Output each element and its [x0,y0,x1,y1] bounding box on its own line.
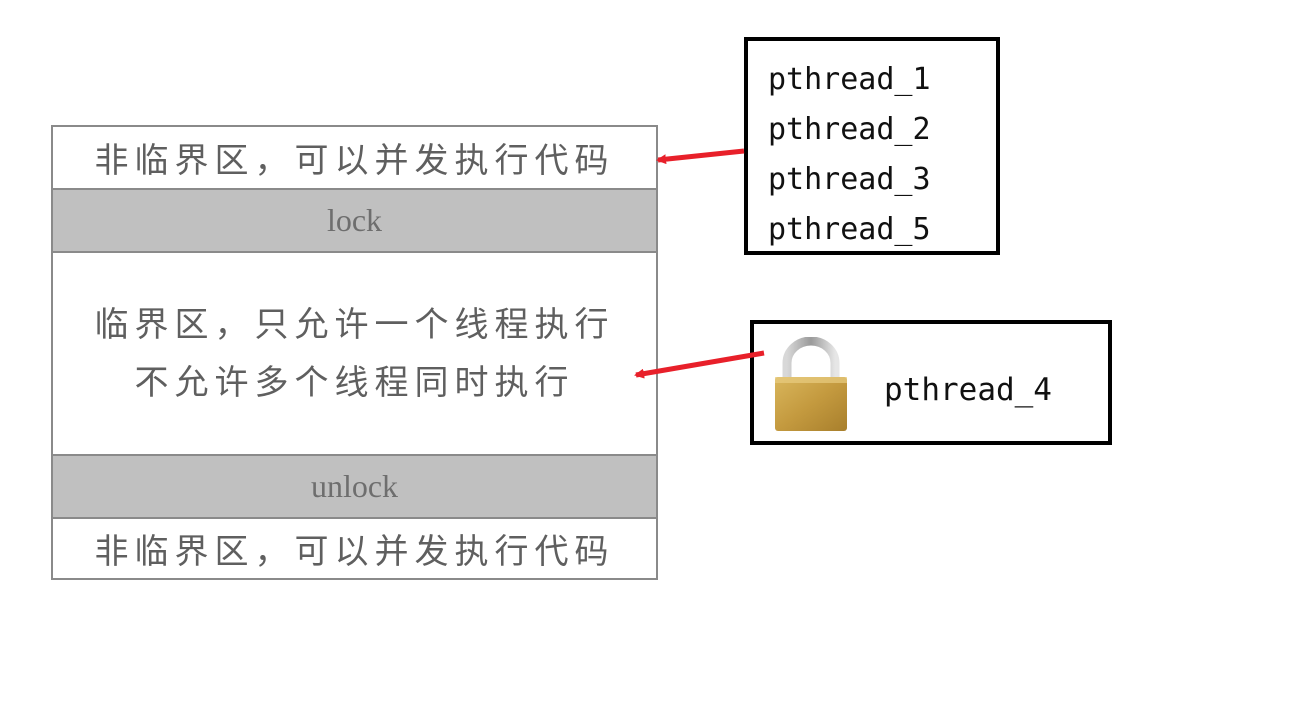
critical-section-line-2: 不允许多个线程同时执行 [134,362,575,403]
code-region-stack: 非临界区，可以并发执行代码 lock 临界区，只允许一个线程执行 不允许多个线程… [51,125,658,580]
non-critical-section-bottom: 非临界区，可以并发执行代码 [53,517,656,578]
non-critical-section-top: 非临界区，可以并发执行代码 [94,141,615,181]
thread-label: pthread_2 [768,112,931,147]
lock-holder-thread: pthread_4 [884,372,1052,408]
critical-section: 临界区，只允许一个线程执行 不允许多个线程同时执行 [53,251,656,454]
thread-label: pthread_3 [768,162,931,197]
arrow-holder-to-critical [634,350,765,379]
waiting-threads-box: pthread_1 pthread_2 pthread_3 pthread_5 [744,37,1000,255]
padlock-icon [775,337,847,431]
arrow-waiting-to-noncritical [656,148,745,165]
lock-band: lock [53,188,656,251]
unlock-band: unlock [53,454,656,517]
lock-holder-box: pthread_4 [750,320,1112,445]
critical-section-line-1: 临界区，只允许一个线程执行 [94,304,615,345]
thread-label: pthread_1 [768,62,931,97]
thread-label: pthread_5 [768,212,931,247]
